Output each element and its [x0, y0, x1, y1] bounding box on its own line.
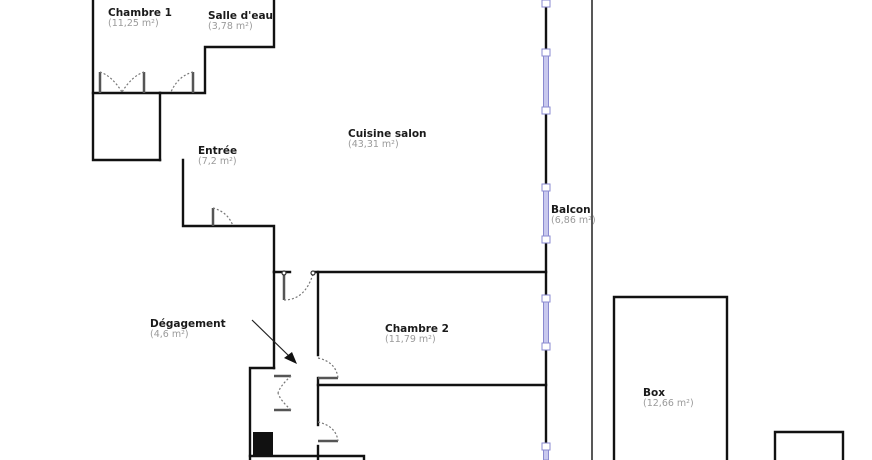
room-salle-d-eau[interactable]: Salle d'eau (3,78 m²): [208, 10, 273, 33]
room-name: Salle d'eau: [208, 10, 274, 22]
windows: [541, 0, 551, 460]
room-area: (43,31 m²): [348, 139, 399, 151]
utility-block: [253, 432, 273, 456]
room-name: Chambre 1: [108, 7, 172, 19]
room-area: (12,66 m²): [643, 398, 694, 410]
room-area: (11,79 m²): [385, 334, 436, 346]
room-entree[interactable]: Entrée (7,2 m²): [198, 145, 237, 168]
room-area: (6,86 m²): [551, 215, 596, 227]
room-box[interactable]: Box (12,66 m²): [643, 387, 694, 410]
room-area: (4,6 m²): [150, 329, 189, 341]
room-name: Cuisine salon: [348, 128, 427, 140]
room-chambre-1[interactable]: Chambre 1 (11,25 m²): [108, 7, 172, 30]
room-name: Box: [643, 387, 665, 399]
room-name: Balcon: [551, 204, 591, 216]
walls: [91, 0, 845, 460]
room-area: (11,25 m²): [108, 18, 159, 30]
room-name: Chambre 2: [385, 323, 449, 335]
room-area: (7,2 m²): [198, 156, 237, 168]
room-degagement[interactable]: Dégagement (4,6 m²): [150, 318, 226, 341]
doors: [98, 71, 339, 443]
pointer-arrow-icon: [251, 319, 297, 364]
room-name: Entrée: [198, 145, 238, 157]
room-chambre-2[interactable]: Chambre 2 (11,79 m²): [385, 323, 449, 346]
room-cuisine-salon[interactable]: Cuisine salon (43,31 m²): [348, 128, 427, 151]
room-area: (3,78 m²): [208, 21, 253, 33]
room-name: Dégagement: [150, 318, 226, 330]
room-balcon[interactable]: Balcon (6,86 m²): [551, 204, 596, 227]
